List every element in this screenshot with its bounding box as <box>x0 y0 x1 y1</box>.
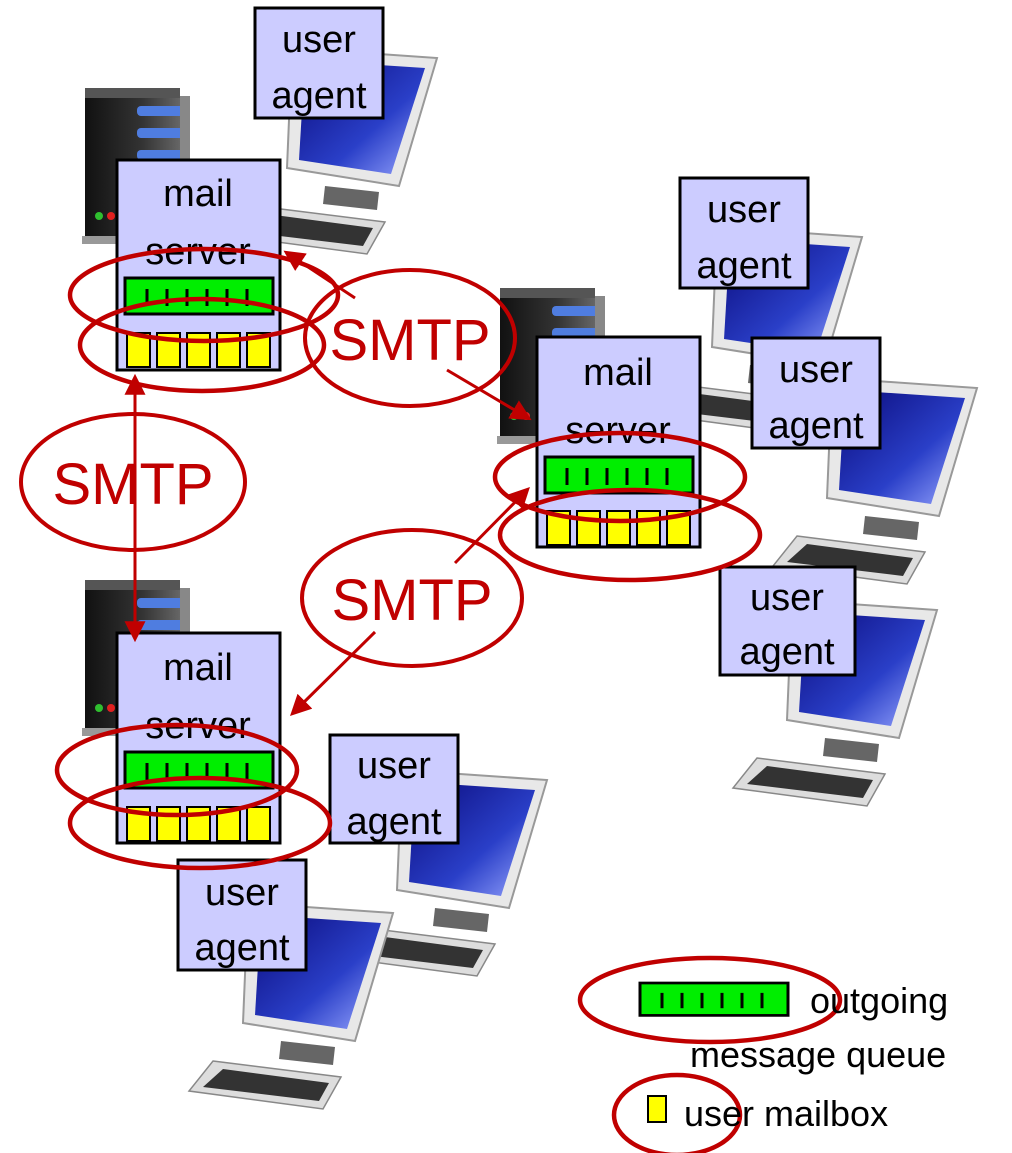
user-agent-label: agent <box>194 927 290 969</box>
smtp-arrow <box>290 630 377 716</box>
queue-highlight-oval <box>492 430 748 524</box>
smtp-label-middle: SMTP <box>300 528 524 668</box>
legend-queue-oval <box>577 955 843 1045</box>
user-agent-2: user agent <box>678 176 810 290</box>
legend-mailbox-icon <box>647 1095 667 1123</box>
user-agent-label: user <box>357 745 431 787</box>
user-agent-label: user <box>750 577 824 619</box>
mail-server-label: mail <box>163 173 233 215</box>
user-agent-label: agent <box>346 801 442 843</box>
user-agent-label: agent <box>271 75 367 117</box>
mailbox-highlight-oval <box>67 775 333 871</box>
outgoing-queue <box>543 455 695 495</box>
user-agent-label: agent <box>739 631 835 673</box>
queue-highlight-oval <box>67 246 341 344</box>
legend-mailbox-oval <box>611 1072 743 1153</box>
smtp-arrow <box>446 368 532 421</box>
outgoing-queue <box>123 276 275 316</box>
user-agent-4: user agent <box>718 565 857 677</box>
mail-server-bottom-left: mail server <box>115 631 282 845</box>
queue-highlight-oval <box>54 722 300 818</box>
user-agent-label: agent <box>768 405 864 447</box>
user-agent-label: user <box>779 349 853 391</box>
user-agent-5: user agent <box>328 733 460 845</box>
legend-queue-label: outgoing <box>810 980 948 1021</box>
user-agent-label: user <box>205 872 279 914</box>
user-agent-1: user agent <box>253 6 385 120</box>
smtp-text: SMTP <box>331 568 492 633</box>
user-agent-label: user <box>282 19 356 61</box>
user-agent-6: user agent <box>176 858 308 972</box>
mail-server-label: mail <box>163 647 233 689</box>
smtp-label-left: SMTP <box>19 412 247 552</box>
smtp-text: SMTP <box>329 308 490 373</box>
legend-queue-label-2: message queue <box>690 1034 946 1075</box>
smtp-text: SMTP <box>52 452 213 517</box>
smtp-label-top: SMTP <box>303 268 517 408</box>
user-agent-label: agent <box>696 245 792 287</box>
mailbox-highlight-oval <box>77 296 327 394</box>
legend: outgoing message queue user mailbox <box>577 955 948 1153</box>
legend-queue-icon <box>638 981 790 1017</box>
user-agent-label: user <box>707 189 781 231</box>
user-agent-3: user agent <box>750 336 882 450</box>
mailbox-highlight-oval <box>497 487 763 583</box>
mail-server-label: mail <box>583 352 653 394</box>
legend-mailbox-label: user mailbox <box>684 1093 888 1134</box>
